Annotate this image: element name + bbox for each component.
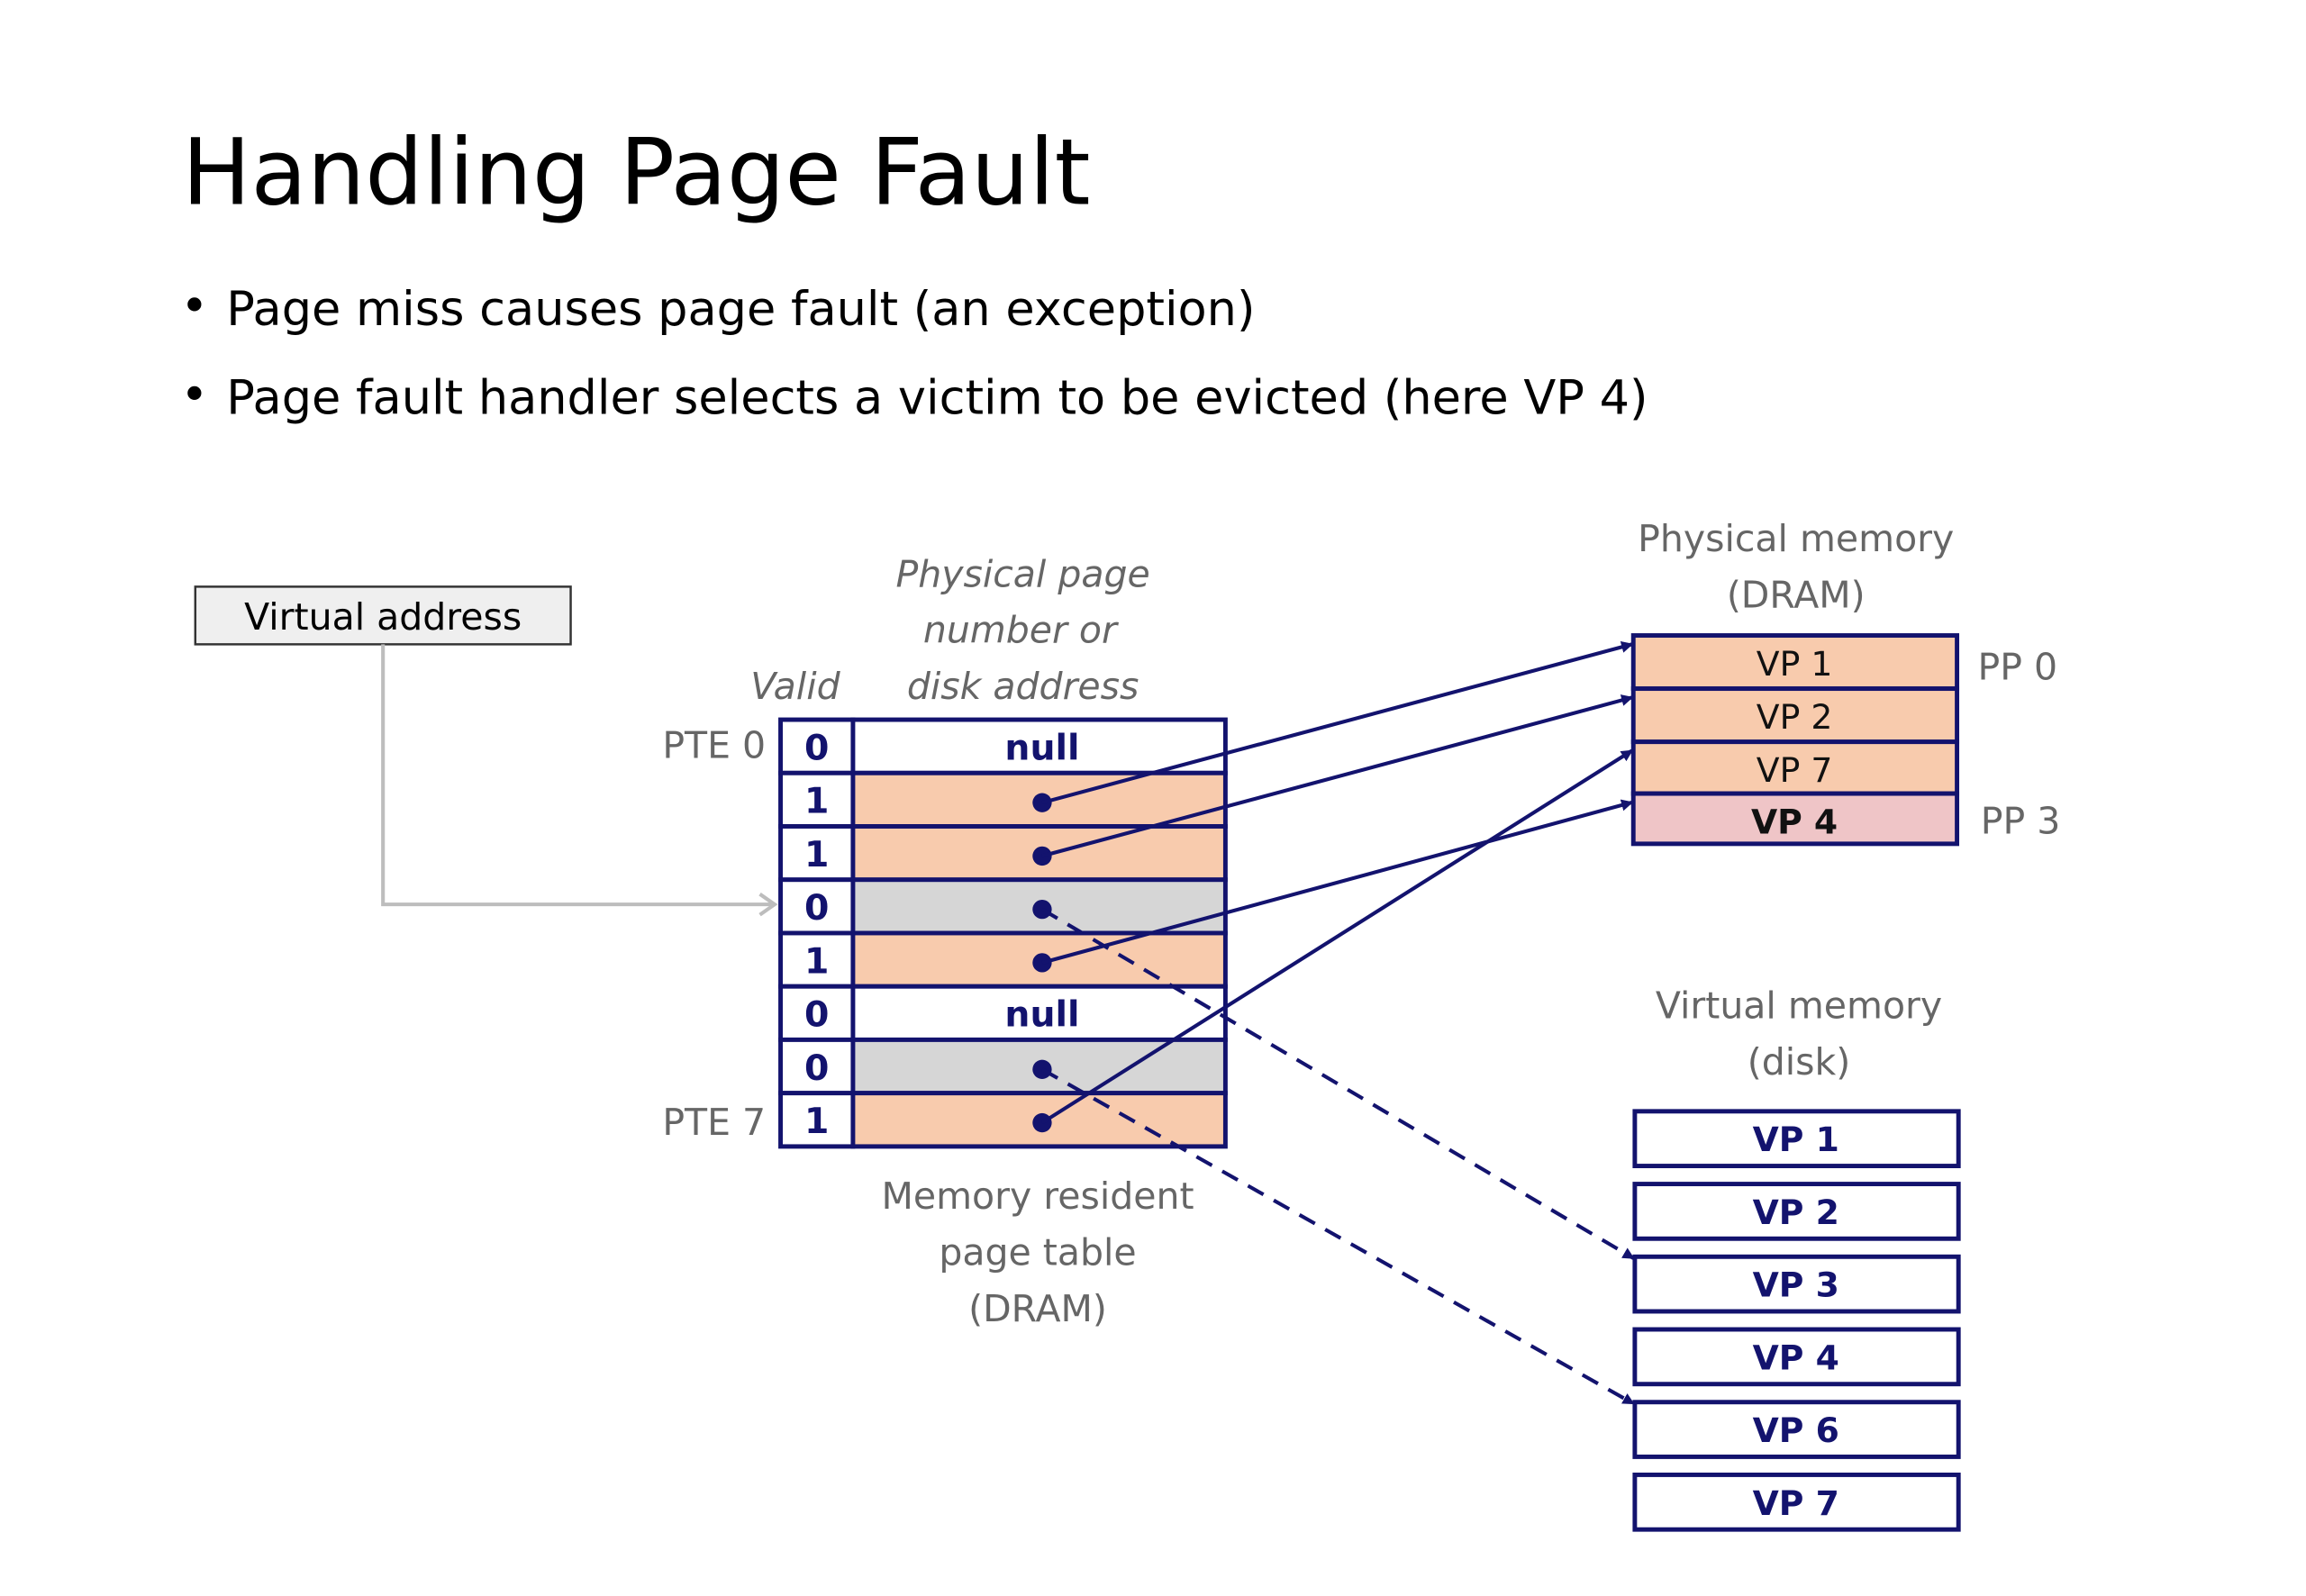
pp-0-label: PP 0 (1978, 646, 2058, 689)
ppn-header-line: Physical page (896, 552, 1150, 595)
disk-page: VP 7 (1632, 1472, 1961, 1532)
physical-page: VP 2 (1630, 686, 1960, 745)
page-table-caption: Memory resident (882, 1174, 1194, 1218)
pointer-to-disk-page (1040, 1067, 1635, 1406)
disk-page-label: VP 3 (1753, 1265, 1839, 1305)
ppn-header-line: number or (923, 609, 1119, 652)
physical-memory-title: (DRAM) (1727, 573, 1866, 616)
slide-title: Handling Page Fault (182, 119, 1090, 225)
physical-page-label: VP 7 (1757, 750, 1833, 790)
physical-memory-title: Physical memory (1638, 517, 1954, 560)
page-table: 0 null 1 1 0 1 0 null 0 1 (778, 717, 1228, 1149)
physical-page: VP 7 (1630, 739, 1960, 796)
page-table-row: 0 null (778, 717, 1228, 775)
pointer-to-physical-page (1041, 641, 1634, 805)
page-table-row: 1 (778, 930, 1228, 989)
valid-header: Valid (750, 665, 840, 708)
disk-page-label: VP 7 (1753, 1483, 1839, 1523)
pointer-to-physical-page (1041, 799, 1634, 965)
valid-bit: 0 (804, 1047, 829, 1089)
bullet-icon: • (180, 279, 208, 334)
bullet-list: • Page miss causes page fault (an except… (180, 279, 1648, 426)
disk-page: VP 6 (1632, 1400, 1961, 1459)
address-cell (850, 984, 1228, 1042)
disk-page-label: VP 1 (1753, 1120, 1839, 1159)
valid-cell (778, 984, 856, 1042)
virtual-memory-title: Virtual memory (1656, 984, 1942, 1027)
bullet-icon: • (180, 367, 208, 422)
valid-bit: 0 (804, 994, 829, 1036)
page-table-row: 1 (778, 770, 1228, 829)
page-table-row: 1 (778, 1091, 1228, 1149)
disk-page-label: VP 2 (1753, 1192, 1839, 1232)
pointer-dot (1032, 1059, 1052, 1079)
valid-cell (778, 824, 856, 883)
physical-page-label: VP 2 (1757, 697, 1833, 737)
disk-page-label: VP 6 (1753, 1410, 1839, 1450)
valid-bit: 1 (804, 1101, 829, 1142)
pointer-to-disk-page (1040, 907, 1635, 1260)
physical-page: VP 1 (1630, 633, 1960, 692)
physical-page-label: VP 4 (1751, 802, 1838, 841)
virtual-address-box: Virtual address (194, 585, 572, 646)
page-table-caption: (DRAM) (968, 1287, 1107, 1330)
bullet-item: Page fault handler selects a victim to b… (226, 370, 1648, 425)
physical-page-label: VP 1 (1757, 644, 1833, 684)
valid-bit: 1 (804, 940, 829, 982)
valid-bit: 1 (804, 781, 829, 822)
page-table-row: 0 null (778, 984, 1228, 1042)
pp-3-label: PP 3 (1981, 799, 2061, 842)
page-table-row: 0 (778, 877, 1228, 936)
pointer-arrows (1040, 641, 1635, 1406)
physical-memory: VP 1 VP 2 VP 7 VP 4 (1630, 633, 1960, 847)
pointer-to-physical-page (1040, 748, 1633, 1125)
null-entry: null (1004, 727, 1079, 768)
disk-page: VP 1 (1632, 1109, 1961, 1169)
physical-page-victim: VP 4 (1630, 791, 1960, 847)
ppn-header-line: disk address (907, 665, 1139, 708)
pointer-to-physical-page (1041, 694, 1634, 858)
pte-7-label: PTE 7 (662, 1101, 766, 1144)
disk-page: VP 4 (1632, 1327, 1961, 1387)
page-table-row: 1 (778, 824, 1228, 883)
disk-page: VP 2 (1632, 1182, 1961, 1241)
valid-bit: 1 (804, 834, 829, 875)
null-entry: null (1004, 994, 1079, 1036)
page-table-caption: page table (939, 1230, 1136, 1274)
bullet-item: Page miss causes page fault (an exceptio… (226, 282, 1255, 337)
virtual-memory-title: (disk) (1748, 1040, 1851, 1084)
virtual-memory: VP 1 VP 2 VP 3 VP 4 VP 6 VP 7 (1632, 1109, 1961, 1532)
valid-bit: 0 (804, 727, 829, 768)
disk-page-label: VP 4 (1753, 1338, 1839, 1377)
virtual-address-arrow (381, 644, 775, 904)
virtual-address-label: Virtual address (244, 595, 522, 639)
pte-0-label: PTE 0 (662, 724, 766, 767)
valid-bit: 0 (804, 887, 829, 929)
disk-page: VP 3 (1632, 1254, 1961, 1314)
